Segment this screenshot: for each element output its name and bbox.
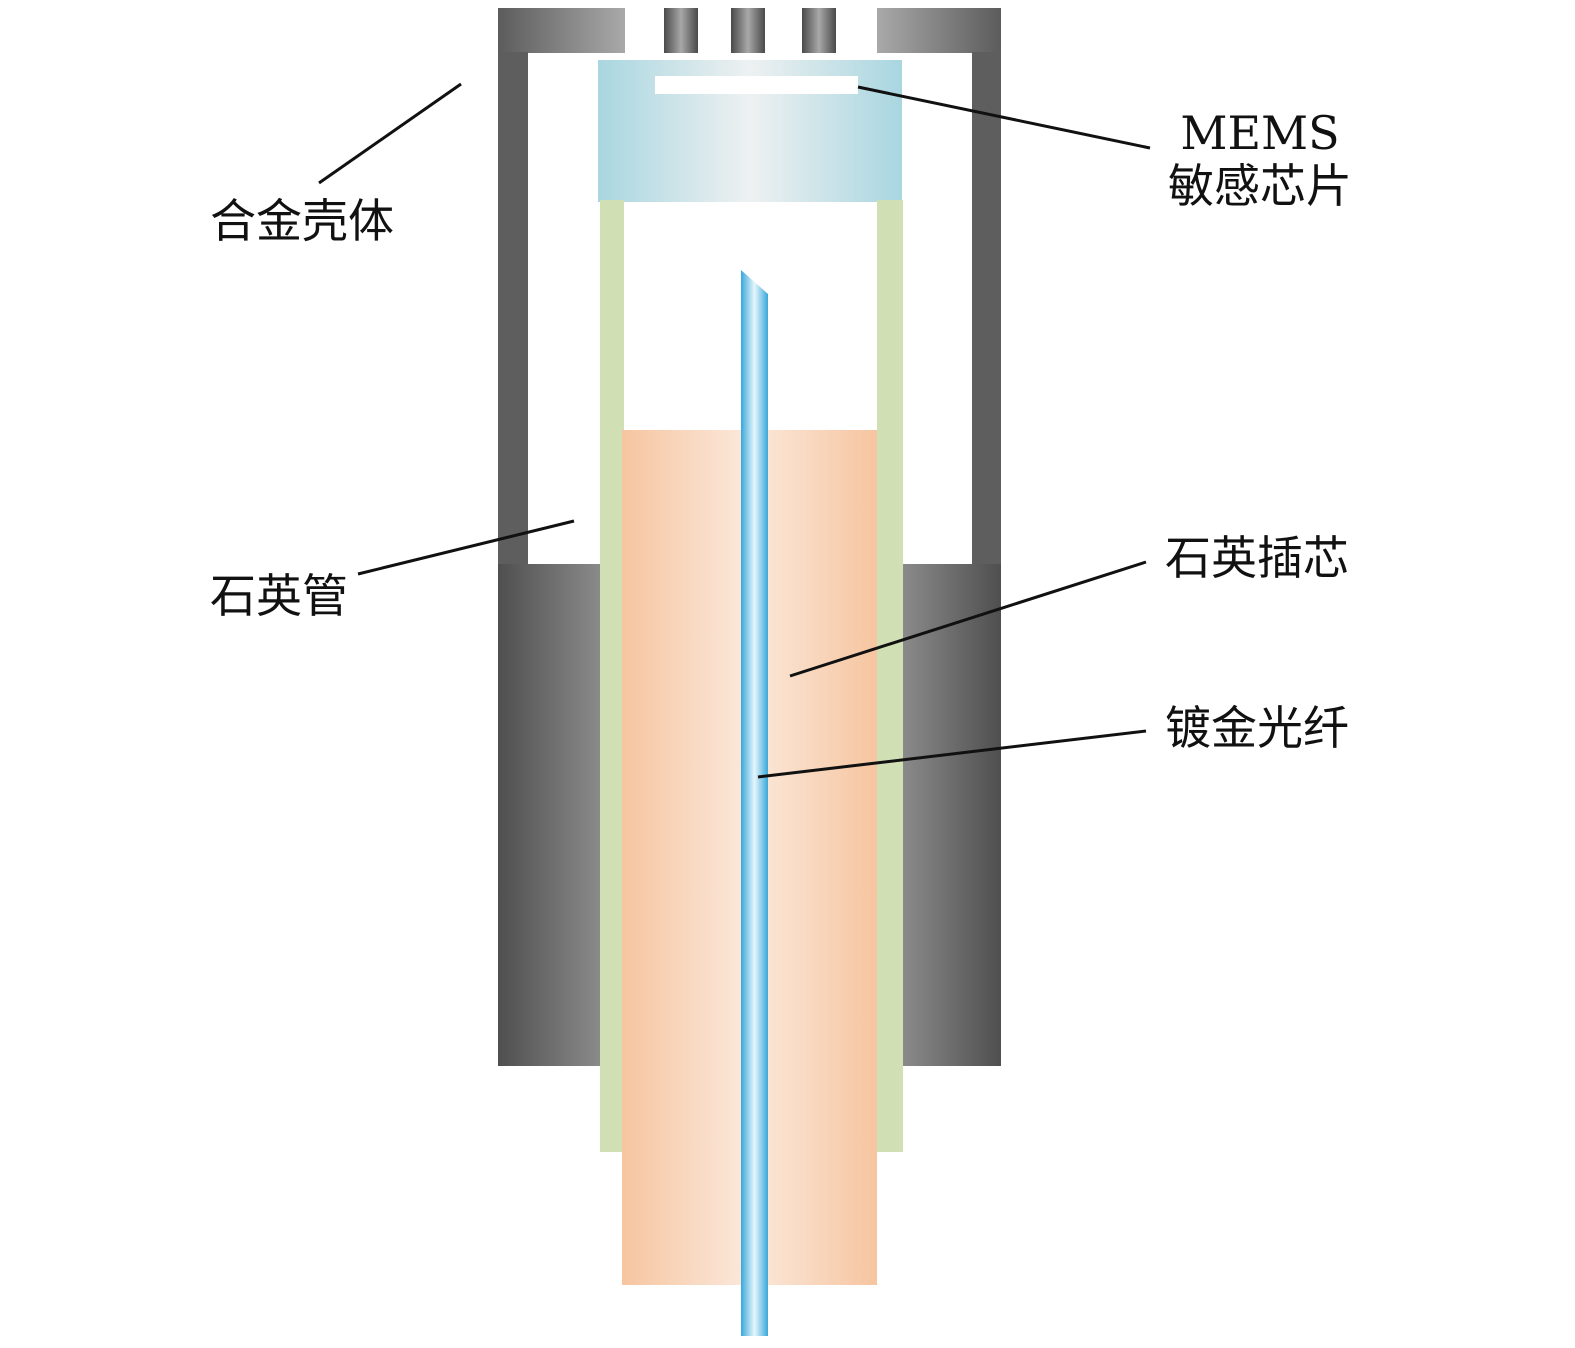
leader-lines [318, 82, 1151, 779]
alloy-housing [498, 8, 1001, 1066]
label-gold-fiber: 镀金光纤 [1165, 701, 1349, 755]
mems-chip-film [655, 76, 858, 94]
label-quartz-ferrule: 石英插芯 [1165, 531, 1349, 585]
housing-fin [664, 8, 698, 53]
label-mems-line2: 敏感芯片 [1168, 159, 1352, 213]
leader-line-gold-fiber [757, 729, 1147, 779]
mems-chip [598, 60, 902, 202]
label-mems-line1: MEMS [1180, 106, 1339, 160]
housing-cap-left [498, 8, 625, 53]
housing-wall-right-thick [903, 564, 1001, 1066]
leader-line-mems [857, 85, 1151, 150]
housing-fin [802, 8, 836, 53]
housing-cap-right [877, 8, 1001, 53]
leader-line-alloy-housing [318, 82, 462, 185]
leader-line-quartz-tube [357, 519, 575, 576]
leader-line-quartz-ferrule [789, 560, 1147, 678]
housing-fin [731, 8, 765, 53]
label-quartz-tube: 石英管 [210, 569, 348, 623]
quartz-tube-right-wall [877, 200, 903, 1152]
quartz-tube-left-wall [600, 200, 624, 1152]
housing-wall-right-thin [972, 52, 1001, 566]
label-alloy-housing: 合金壳体 [210, 194, 394, 248]
quartz-tube [600, 200, 903, 1152]
housing-wall-left-thin [498, 52, 528, 566]
housing-wall-left-thick [498, 564, 600, 1066]
gold-coated-fiber [741, 270, 768, 1336]
